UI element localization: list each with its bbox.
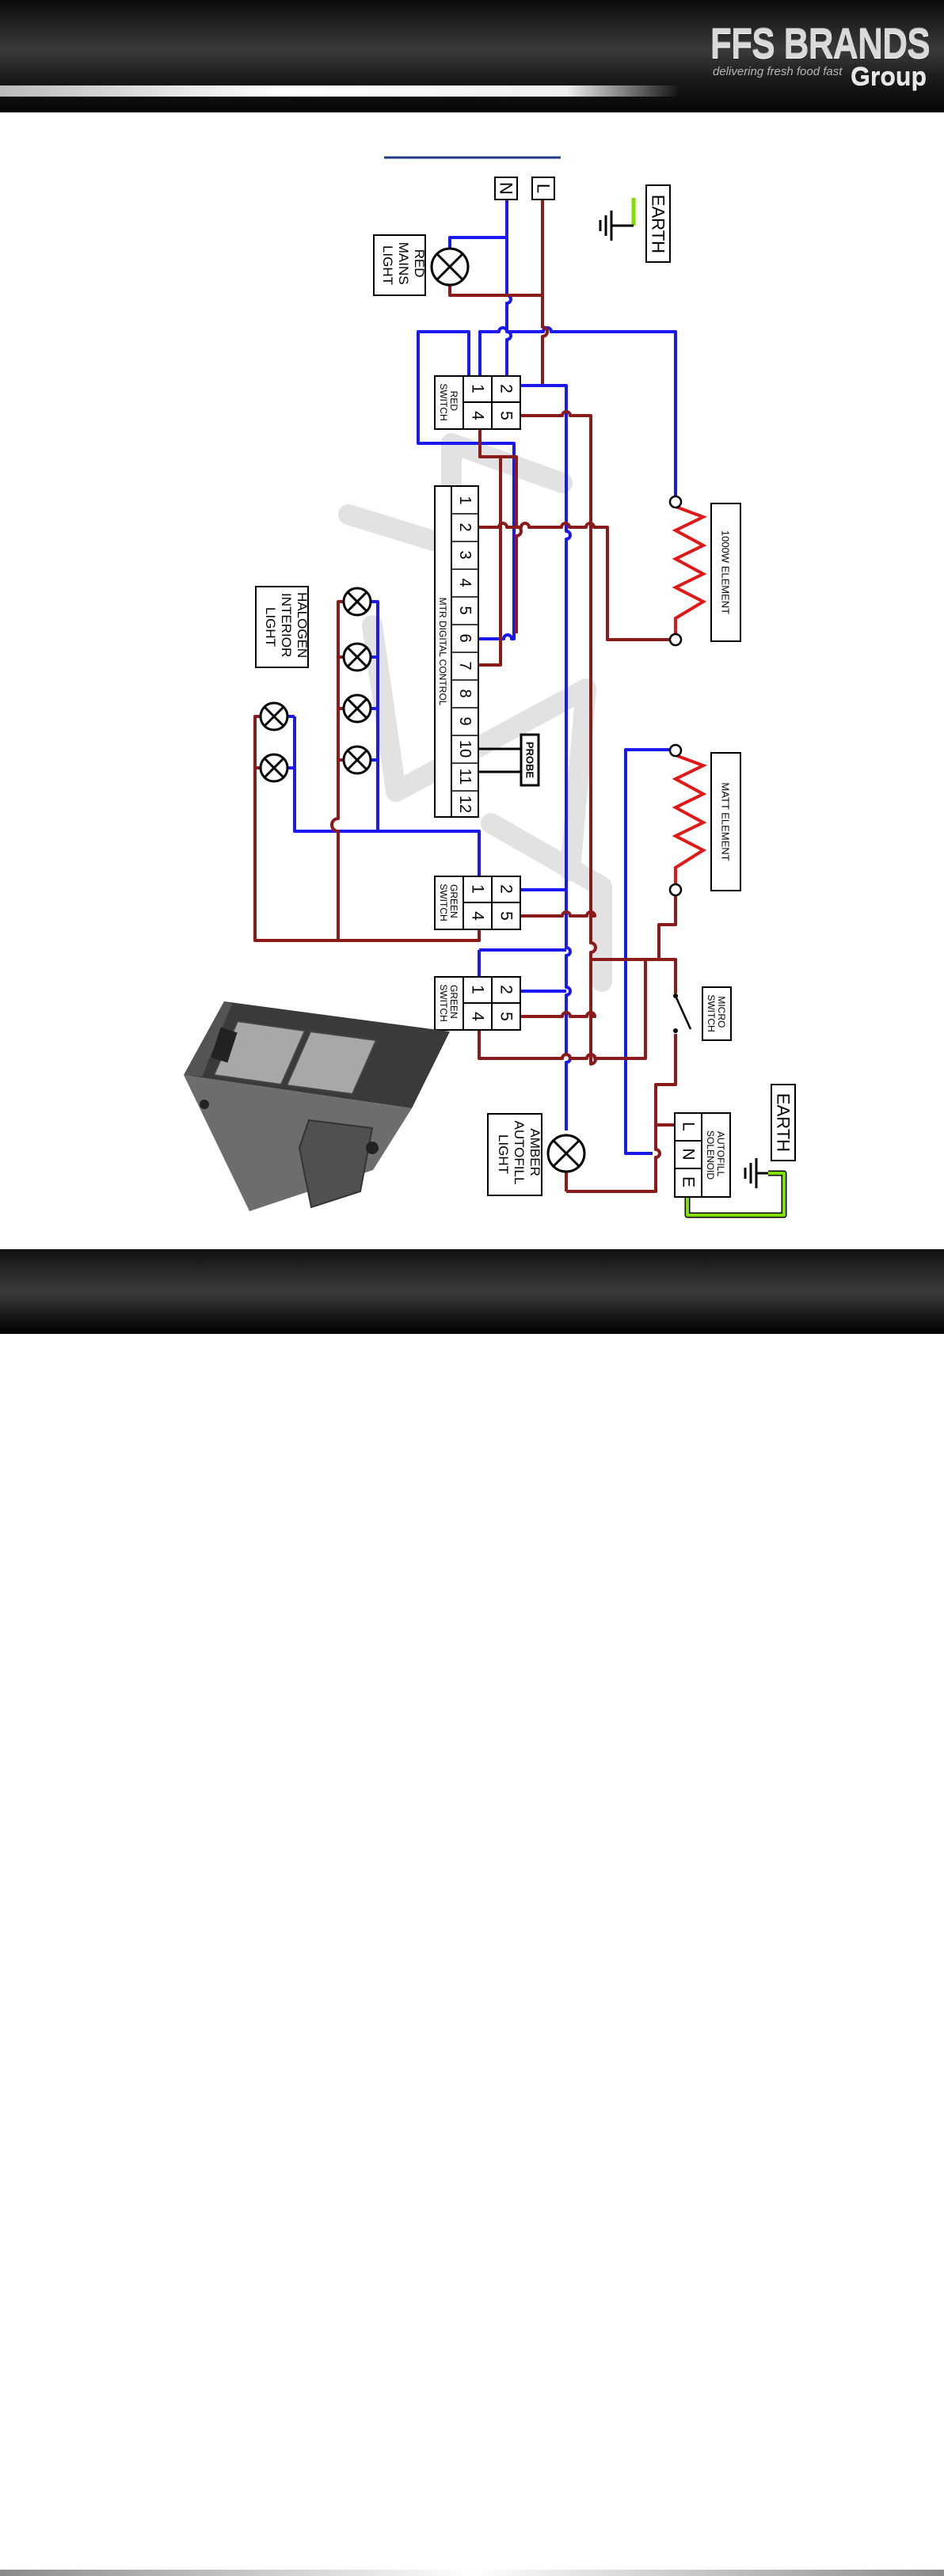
green-switch-1: GREEN SWITCH 2 5 1 4	[435, 876, 520, 929]
appliance-illustration	[184, 1001, 450, 1211]
red-mains-light: RED MAINS LIGHT	[374, 235, 468, 295]
svg-text:4: 4	[469, 1012, 487, 1021]
earth-wires	[634, 198, 784, 1215]
svg-text:9: 9	[456, 716, 474, 725]
footer-gloss	[0, 2570, 944, 2576]
svg-text:EARTH: EARTH	[774, 1093, 794, 1152]
svg-text:2: 2	[456, 522, 474, 531]
mtr-digital-control: MTR DIGITAL CONTROL 1 2 3 4 5 6 7 8 9 10…	[435, 486, 478, 817]
svg-text:4: 4	[456, 578, 474, 587]
probe: PROBE	[521, 735, 539, 785]
element-zigzags	[676, 507, 703, 885]
svg-text:E: E	[679, 1176, 698, 1187]
earth-symbol-1	[600, 211, 634, 241]
micro-switch-contact	[673, 994, 691, 1033]
svg-text:GREEN SWITCH: GREEN SWITCH	[438, 984, 459, 1021]
svg-text:4: 4	[469, 911, 487, 921]
svg-text:4: 4	[469, 411, 487, 420]
earth-label-bottom: EARTH	[771, 1085, 795, 1161]
svg-text:MICRO SWITCH: MICRO SWITCH	[706, 994, 727, 1032]
svg-text:2: 2	[497, 384, 516, 393]
svg-text:10: 10	[456, 740, 474, 758]
footer-bar	[0, 1249, 944, 1334]
svg-text:EARTH: EARTH	[649, 195, 668, 253]
svg-text:MATT ELEMENT: MATT ELEMENT	[720, 782, 732, 861]
svg-text:2: 2	[497, 985, 516, 994]
svg-text:5: 5	[497, 911, 516, 921]
svg-text:5: 5	[497, 411, 516, 420]
svg-text:N: N	[679, 1148, 698, 1160]
svg-text:MTR DIGITAL CONTROL: MTR DIGITAL CONTROL	[437, 598, 448, 706]
svg-text:6: 6	[456, 633, 474, 642]
autofill-solenoid: AUTOFILL SOLENOID L N E	[675, 1113, 730, 1197]
micro-switch-label: MICRO SWITCH	[702, 987, 731, 1040]
earth-symbol-2	[745, 1158, 768, 1188]
svg-text:1: 1	[469, 884, 487, 894]
wiring-diagram: N L EARTH RED MAINS LIGHT RED SWITCH 2 5…	[0, 0, 944, 1334]
amber-autofill-light: AMBER AUTOFILL LIGHT	[488, 1114, 584, 1195]
neutral-terminal-label: N	[495, 177, 517, 199]
svg-text:1: 1	[469, 985, 487, 994]
element-1000w: 1000W ELEMENT	[711, 503, 740, 641]
svg-text:5: 5	[456, 606, 474, 614]
svg-text:1: 1	[456, 496, 474, 504]
svg-text:PROBE: PROBE	[524, 742, 536, 779]
svg-text:11: 11	[456, 769, 474, 785]
svg-text:1000W ELEMENT: 1000W ELEMENT	[720, 530, 732, 614]
halogen-interior-light-label: HALOGEN INTERIOR LIGHT	[256, 587, 310, 667]
svg-text:AUTOFILL SOLENOID: AUTOFILL SOLENOID	[705, 1130, 726, 1180]
svg-text:1: 1	[469, 384, 487, 393]
live-terminal-label: L	[532, 177, 554, 199]
svg-text:2: 2	[497, 884, 516, 894]
matt-element: MATT ELEMENT	[711, 753, 740, 891]
svg-text:L: L	[679, 1122, 698, 1131]
earth-label-top: EARTH	[646, 185, 670, 262]
svg-text:7: 7	[456, 661, 474, 670]
svg-text:GREEN SWITCH: GREEN SWITCH	[438, 883, 459, 921]
svg-text:12: 12	[456, 796, 474, 813]
green-switch-2: GREEN SWITCH 2 5 1 4	[435, 977, 520, 1030]
svg-text:N: N	[497, 182, 516, 195]
red-switch: RED SWITCH 2 5 1 4	[435, 376, 520, 429]
svg-text:3: 3	[456, 550, 474, 559]
svg-text:5: 5	[497, 1012, 516, 1021]
svg-text:L: L	[534, 184, 554, 193]
svg-text:8: 8	[456, 689, 474, 697]
